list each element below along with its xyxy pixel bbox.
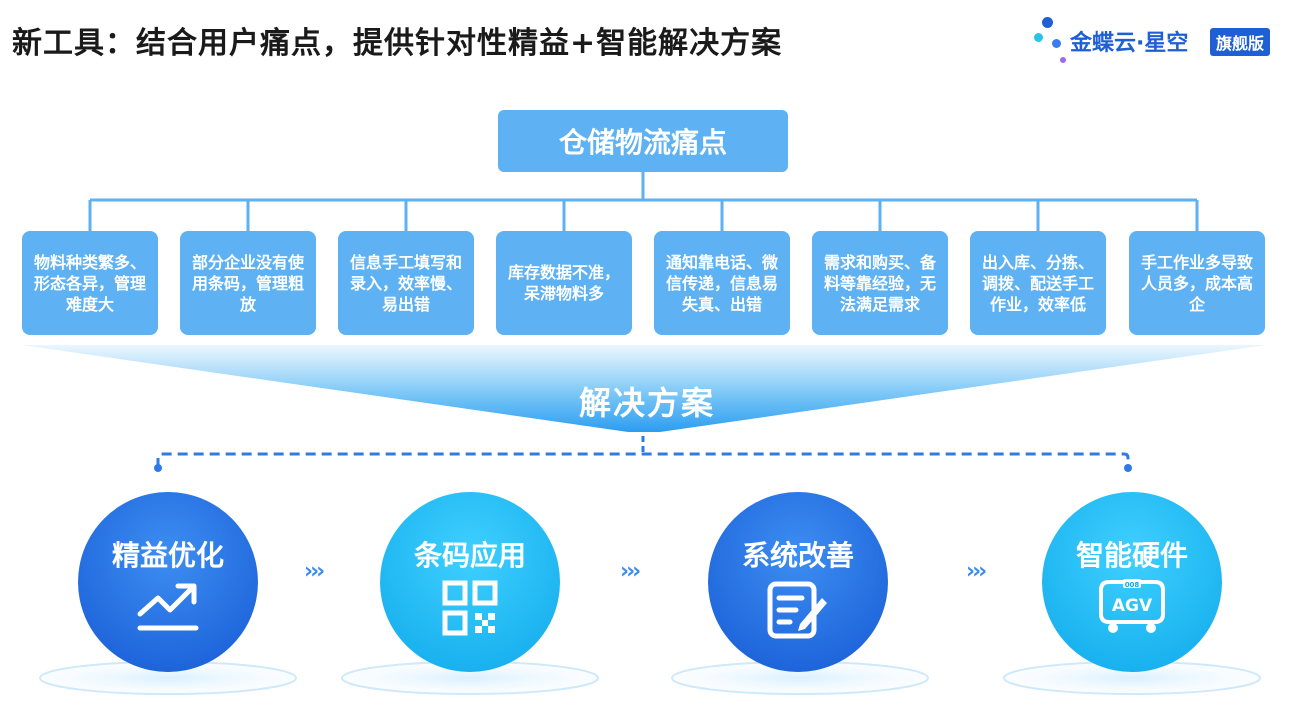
logo-dot-icon	[1052, 39, 1061, 48]
tree-connectors	[88, 172, 1199, 231]
qr-code-icon	[442, 580, 498, 640]
logo-dot-icon	[1042, 17, 1053, 28]
solution-label: 系统改善	[741, 539, 854, 572]
solution-barcode-application: 条码应用	[380, 492, 560, 672]
pain-point-text: 通知靠电话、微信传递，信息易失真、出错	[665, 252, 778, 314]
pain-point-text: 需求和购买、备料等靠经验，无法满足需求	[823, 252, 936, 314]
pain-point-text: 库存数据不准，呆滞物料多	[507, 263, 620, 303]
pain-point-box: 手工作业多导致人员多，成本高企	[1129, 231, 1265, 335]
pain-point-text: 出入库、分拣、调拨、配送手工作业，效率低	[981, 252, 1094, 314]
pain-point-box: 物料种类繁多、形态各异，管理难度大	[22, 231, 158, 335]
solution-system-improvement: 系统改善	[708, 492, 888, 672]
pain-point-text: 手工作业多导致人员多，成本高企	[1140, 252, 1253, 314]
pain-point-box: 信息手工填写和录入，效率慢、易出错	[338, 231, 474, 335]
pain-point-text: 部分企业没有使用条码，管理粗放	[191, 252, 304, 314]
solution-label: 条码应用	[413, 539, 526, 572]
pain-point-box: 出入库、分拣、调拨、配送手工作业，效率低	[970, 231, 1106, 335]
agv-small-label: 008	[1125, 581, 1140, 589]
agv-label: AGV	[1112, 596, 1153, 616]
chevron-right-icon: ›››	[966, 559, 987, 584]
trend-up-icon	[136, 580, 200, 638]
chevron-right-icon: ›››	[620, 559, 641, 584]
brand-logo: 金蝶云·星空 旗舰版	[1032, 15, 1284, 67]
agv-icon: 008 AGV	[1097, 578, 1167, 638]
pain-point-text: 信息手工填写和录入，效率慢、易出错	[349, 252, 462, 314]
page-title: 新工具：结合用户痛点，提供针对性精益+智能解决方案	[12, 26, 783, 61]
logo-badge: 旗舰版	[1210, 28, 1271, 56]
solution-lean-optimization: 精益优化	[78, 492, 258, 672]
logo-dot-icon	[1034, 33, 1043, 42]
edit-document-icon	[766, 580, 830, 644]
solution-title: 解决方案	[578, 384, 715, 422]
pain-point-box: 库存数据不准，呆滞物料多	[496, 231, 632, 335]
solution-label: 精益优化	[111, 539, 224, 572]
pain-point-box: 部分企业没有使用条码，管理粗放	[180, 231, 316, 335]
solution-smart-hardware: 智能硬件 008 AGV	[1042, 492, 1222, 672]
solution-label: 智能硬件	[1075, 539, 1188, 572]
pain-point-box: 需求和购买、备料等靠经验，无法满足需求	[812, 231, 948, 335]
logo-text: 金蝶云·星空	[1070, 31, 1189, 56]
pain-point-text: 物料种类繁多、形态各异，管理难度大	[33, 252, 146, 314]
pain-point-box: 通知靠电话、微信传递，信息易失真、出错	[654, 231, 790, 335]
chevron-right-icon: ›››	[304, 559, 325, 584]
logo-dot-icon	[1060, 57, 1066, 63]
root-node: 仓储物流痛点	[498, 110, 788, 172]
